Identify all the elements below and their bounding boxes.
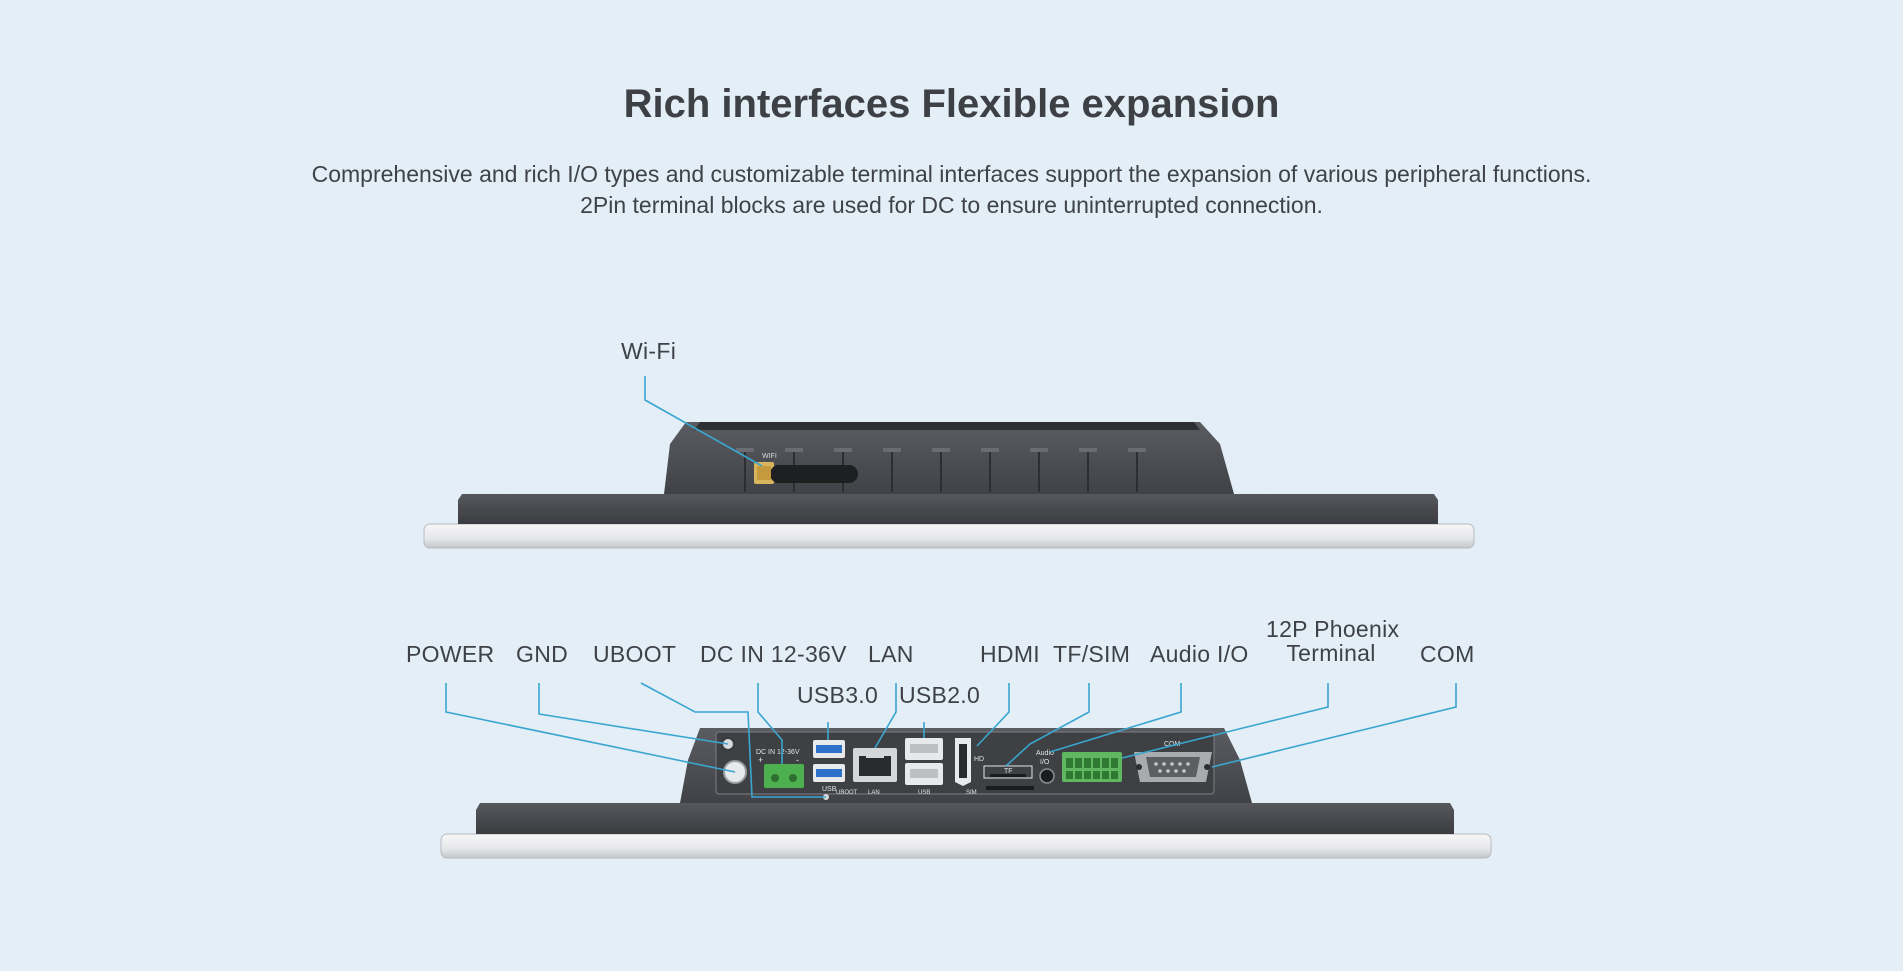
bottom-view: DC IN 12-36V + - USB HD TF Audio I/O	[440, 728, 1492, 859]
label-com: COM	[1420, 641, 1475, 667]
wifi-antenna-icon	[754, 462, 858, 484]
bottom-bezel	[440, 833, 1492, 859]
callout-gnd	[538, 683, 729, 745]
lan-print: LAN	[868, 790, 880, 796]
label-phoenix: 12P Phoenix Terminal	[1266, 616, 1400, 666]
callout-tfsim	[1005, 683, 1090, 767]
dcin-minus-print: -	[796, 755, 799, 765]
sim-print: SIM	[966, 790, 977, 796]
callout-hdmi	[976, 683, 1010, 747]
label-lan: LAN	[868, 641, 914, 667]
audio-print-2: I/O	[1040, 759, 1050, 766]
label-wifi: Wi-Fi	[621, 338, 677, 364]
callout-dcin	[757, 683, 783, 764]
label-phoenix-line2: Terminal	[1286, 640, 1376, 666]
label-hdmi: HDMI	[980, 641, 1040, 667]
hdmi-print: HD	[974, 756, 984, 763]
label-gnd: GND	[516, 641, 569, 667]
subtitle-line-1: Comprehensive and rich I/O types and cus…	[311, 161, 1592, 187]
usb-print: USB	[918, 790, 930, 796]
callout-wifi	[644, 376, 763, 467]
page-title: Rich interfaces Flexible expansion	[623, 82, 1280, 126]
top-bezel	[423, 523, 1475, 549]
top-rear-hub	[664, 422, 1234, 494]
dcin-print: DC IN 12-36V	[756, 749, 800, 756]
callout-lan	[874, 683, 897, 749]
top-back-shell	[458, 494, 1438, 524]
tf-slot-icon	[990, 774, 1026, 777]
bottom-back-shell	[476, 803, 1454, 834]
com-print: COM	[1164, 741, 1181, 748]
audio-print-1: Audio	[1036, 750, 1054, 757]
callout-phoenix	[1121, 683, 1329, 759]
label-uboot: UBOOT	[593, 641, 677, 667]
callout-com	[1211, 683, 1457, 768]
tf-print: TF	[1004, 768, 1013, 775]
uboot-print: UBOOT	[836, 790, 858, 796]
callout-uboot	[640, 682, 826, 798]
callout-power	[445, 683, 736, 773]
label-audio: Audio I/O	[1150, 641, 1249, 667]
label-phoenix-line1: 12P Phoenix	[1266, 616, 1400, 642]
label-tfsim: TF/SIM	[1053, 641, 1131, 667]
dcin-plus-print: +	[758, 755, 763, 765]
label-usb30: USB3.0	[797, 682, 879, 708]
subtitle-line-2: 2Pin terminal blocks are used for DC to …	[580, 192, 1323, 218]
top-view: WIFI	[423, 422, 1475, 549]
audio-jack-icon	[1039, 768, 1055, 784]
wifi-port-print: WIFI	[762, 453, 777, 460]
label-dcin: DC IN 12-36V	[700, 641, 847, 667]
sim-slot-icon	[986, 786, 1034, 790]
label-power: POWER	[406, 641, 495, 667]
dcin-terminal-icon	[764, 764, 804, 788]
usb30-print: USB	[822, 786, 837, 793]
label-usb20: USB2.0	[899, 682, 981, 708]
callout-lines	[445, 376, 1457, 798]
callout-audio	[1049, 683, 1182, 753]
